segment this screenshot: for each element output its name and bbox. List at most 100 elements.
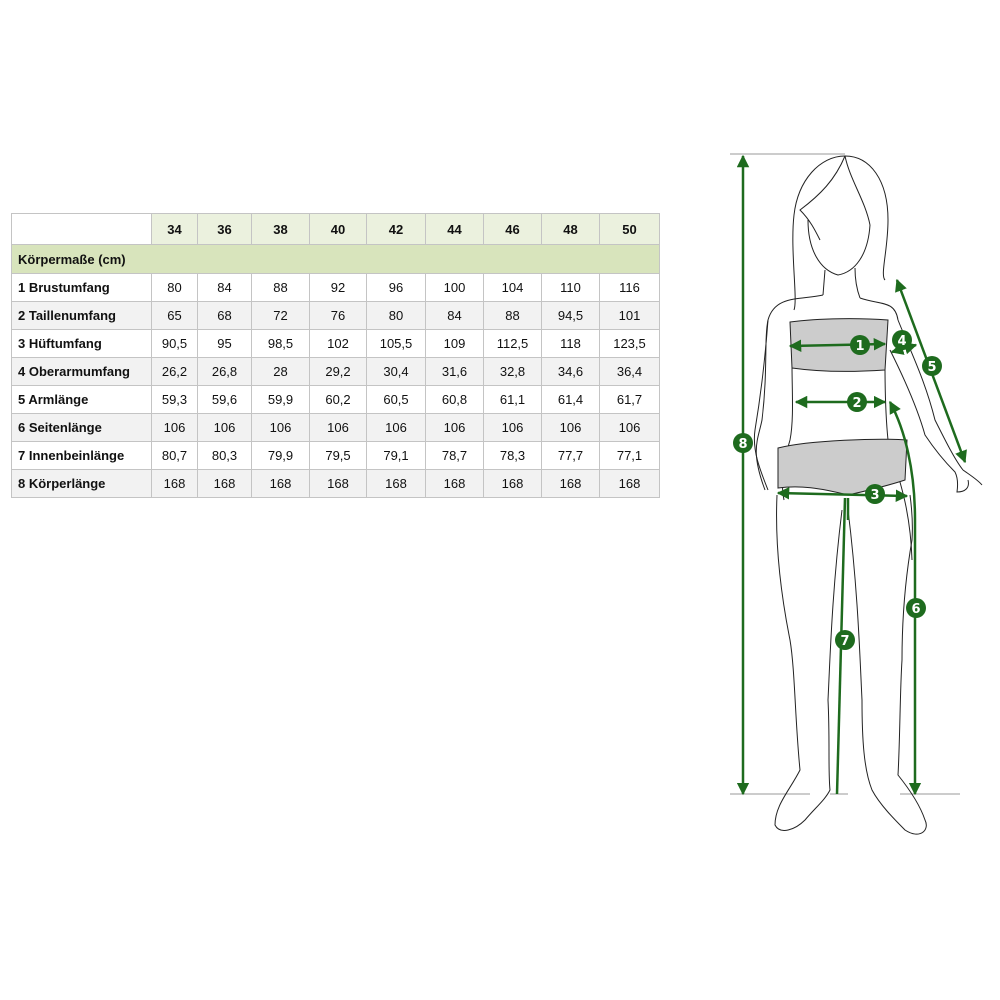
cell: 94,5 [541,301,600,330]
body-measurement-figure: 1 2 3 4 5 6 7 8 [730,153,983,835]
row-label: 5 Armlänge [11,385,152,414]
table-row: 3 Hüftumfang 90,5 95 98,5 102 105,5 109 … [11,329,660,358]
cell: 116 [599,273,660,302]
hip-line [776,487,909,502]
marker-4-badge: 4 [892,330,912,350]
cell: 32,8 [483,357,542,386]
cell: 77,1 [599,441,660,470]
cell: 106 [251,413,310,442]
cell: 168 [425,469,484,498]
side-length-line [888,400,922,796]
cell: 80 [366,301,426,330]
row-label: 6 Seitenlänge [11,413,152,442]
svg-text:6: 6 [911,602,920,617]
cell: 31,6 [425,357,484,386]
cell: 80,7 [151,441,198,470]
cell: 118 [541,329,600,358]
marker-5-badge: 5 [922,356,942,376]
cell: 29,2 [309,357,367,386]
row-label: 3 Hüftumfang [11,329,152,358]
cell: 80,3 [197,441,252,470]
cell: 106 [541,413,600,442]
cell: 95 [197,329,252,358]
cell: 61,4 [541,385,600,414]
cell: 65 [151,301,198,330]
cell: 78,3 [483,441,542,470]
cell: 26,2 [151,357,198,386]
cell: 112,5 [483,329,542,358]
cell: 79,5 [309,441,367,470]
cell: 92 [309,273,367,302]
svg-text:7: 7 [840,634,849,649]
svg-text:5: 5 [927,360,936,375]
cell: 60,5 [366,385,426,414]
svg-text:2: 2 [852,396,861,411]
cell: 88 [483,301,542,330]
cell: 168 [541,469,600,498]
cell: 106 [366,413,426,442]
cell: 101 [599,301,660,330]
cell: 106 [151,413,198,442]
cell: 106 [599,413,660,442]
cell: 96 [366,273,426,302]
cell: 106 [197,413,252,442]
cell: 168 [366,469,426,498]
row-label: 4 Oberarmumfang [11,357,152,386]
cell: 106 [425,413,484,442]
hip-band [777,438,908,496]
cell: 168 [251,469,310,498]
cell: 60,2 [309,385,367,414]
cell: 106 [483,413,542,442]
cell: 78,7 [425,441,484,470]
cell: 168 [309,469,367,498]
cell: 61,7 [599,385,660,414]
cell: 168 [151,469,198,498]
cell: 106 [309,413,367,442]
cell: 88 [251,273,310,302]
size-header: 44 [425,213,484,245]
size-header: 36 [197,213,252,245]
marker-8-badge: 8 [733,433,753,453]
header-row: 34 36 38 40 42 44 46 48 50 [11,213,660,245]
cell: 26,8 [197,357,252,386]
cell: 79,9 [251,441,310,470]
table-row: 6 Seitenlänge 106 106 106 106 106 106 10… [11,413,660,442]
size-header: 38 [251,213,310,245]
cell: 80 [151,273,198,302]
cell: 123,5 [599,329,660,358]
size-header: 34 [151,213,198,245]
cell: 84 [425,301,484,330]
cell: 105,5 [366,329,426,358]
table-row: 5 Armlänge 59,3 59,6 59,9 60,2 60,5 60,8… [11,385,660,414]
cell: 79,1 [366,441,426,470]
corner-cell [11,213,152,245]
size-header: 42 [366,213,426,245]
cell: 72 [251,301,310,330]
cell: 61,1 [483,385,542,414]
cell: 28 [251,357,310,386]
cell: 110 [541,273,600,302]
svg-text:4: 4 [897,334,906,349]
cell: 168 [599,469,660,498]
marker-3-badge: 3 [865,484,885,504]
cell: 68 [197,301,252,330]
cell: 109 [425,329,484,358]
cell: 34,6 [541,357,600,386]
marker-7-badge: 7 [835,630,855,650]
marker-1-badge: 1 [850,335,870,355]
cell: 90,5 [151,329,198,358]
section-row: Körpermaße (cm) [11,244,660,274]
size-header: 50 [599,213,660,245]
size-header: 48 [541,213,600,245]
table-row: 7 Innenbeinlänge 80,7 80,3 79,9 79,5 79,… [11,441,660,470]
cell: 84 [197,273,252,302]
cell: 100 [425,273,484,302]
cell: 59,9 [251,385,310,414]
row-label: 8 Körperlänge [11,469,152,498]
table-row: 4 Oberarmumfang 26,2 26,8 28 29,2 30,4 3… [11,357,660,386]
size-header: 46 [483,213,542,245]
cell: 76 [309,301,367,330]
cell: 59,6 [197,385,252,414]
cell: 30,4 [366,357,426,386]
svg-text:1: 1 [855,339,864,354]
